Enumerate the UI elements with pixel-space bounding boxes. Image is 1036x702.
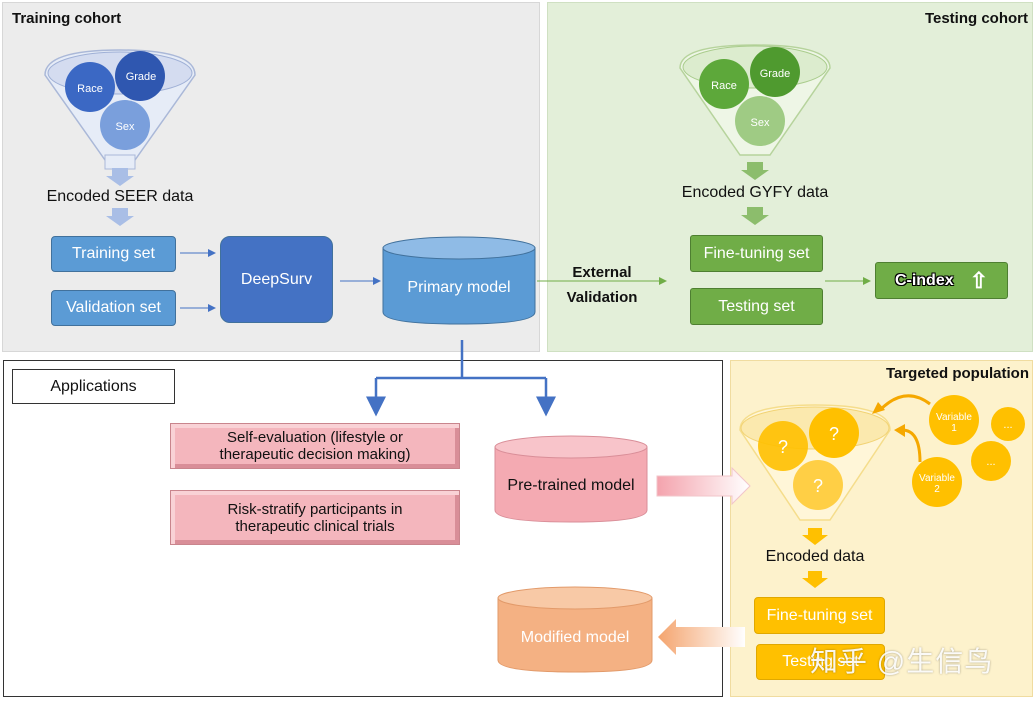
down-arrow-icon <box>106 168 134 186</box>
question-ball <box>793 460 843 510</box>
sex-ball <box>100 100 150 150</box>
training-cohort-title: Training cohort <box>12 10 122 27</box>
deepsurv-box: DeepSurv <box>220 236 333 323</box>
ellipsis-ball <box>971 441 1011 481</box>
down-arrow-icon <box>741 162 769 180</box>
svg-text:?: ? <box>829 424 839 444</box>
fine-tuning-set-box: Fine-tuning set <box>690 235 823 272</box>
self-evaluation-box: Self-evaluation (lifestyle or therapeuti… <box>170 423 460 469</box>
up-arrow-icon: ⇧ <box>969 267 989 293</box>
modified-model-label: Modified model <box>520 629 630 646</box>
encoded-gyfy-label: Encoded GYFY data <box>681 184 829 201</box>
curved-arrow-icon <box>878 394 931 412</box>
target-testing-box: Testing set <box>756 644 885 680</box>
svg-text:Race: Race <box>77 83 103 95</box>
target-fine-tuning-box: Fine-tuning set <box>754 597 885 634</box>
encoded-data-label: Encoded data <box>765 548 865 565</box>
external-validation-line2: Validation <box>566 289 638 306</box>
variable-2-ball <box>912 457 962 507</box>
svg-text:...: ... <box>986 456 995 468</box>
applications-title-box: Applications <box>12 369 175 404</box>
primary-model-label: Primary model <box>407 279 511 296</box>
variable-1-ball <box>929 395 979 445</box>
targeted-population-title: Targeted population <box>885 365 1029 382</box>
pretrained-model-cylinder <box>494 435 648 523</box>
grade-ball <box>750 47 800 97</box>
svg-text:Sex: Sex <box>751 117 770 129</box>
cindex-label: C-index <box>894 271 954 289</box>
pretrained-model-label: Pre-trained model <box>507 477 635 494</box>
arrow-pretrained-to-target <box>656 466 751 506</box>
svg-text:Grade: Grade <box>126 71 157 83</box>
testing-set-box: Testing set <box>690 288 823 325</box>
question-ball <box>809 408 859 458</box>
arrow-target-to-modified <box>658 619 745 655</box>
down-arrow-icon <box>802 571 828 588</box>
risk-stratify-box: Risk-stratify participants in therapeuti… <box>170 490 460 545</box>
svg-text:Sex: Sex <box>116 121 135 133</box>
ellipsis-ball <box>991 407 1025 441</box>
external-validation-label: External Validation <box>552 260 652 310</box>
svg-text:?: ? <box>778 437 788 457</box>
training-set-box: Training set <box>51 236 176 272</box>
svg-text:Grade: Grade <box>760 68 791 80</box>
testing-funnel-icon: Race Grade Sex <box>679 44 831 156</box>
svg-text:...: ... <box>1003 419 1012 431</box>
validation-set-box: Validation set <box>51 290 176 326</box>
training-funnel-icon: Race Grade Sex <box>44 49 196 170</box>
svg-text:?: ? <box>813 476 823 496</box>
down-arrow-icon <box>106 208 134 226</box>
watermark: 知乎 @生信鸟 <box>810 646 994 677</box>
primary-model-cylinder <box>382 236 536 325</box>
targeted-funnel-icon: ? ? ? <box>739 404 891 521</box>
external-validation-line1: External <box>572 264 632 281</box>
encoded-seer-label: Encoded SEER data <box>46 188 194 205</box>
cindex-box: C-index ⇧ <box>875 262 1008 299</box>
testing-cohort-title: Testing cohort <box>924 10 1028 27</box>
race-ball <box>65 62 115 112</box>
sex-ball <box>735 96 785 146</box>
modified-model-cylinder <box>497 586 653 673</box>
down-arrow-icon <box>802 528 828 545</box>
race-ball <box>699 59 749 109</box>
grade-ball <box>115 51 165 101</box>
down-arrow-icon <box>741 207 769 225</box>
applications-connector <box>366 340 556 417</box>
svg-text:Race: Race <box>711 80 737 92</box>
question-ball <box>758 421 808 471</box>
